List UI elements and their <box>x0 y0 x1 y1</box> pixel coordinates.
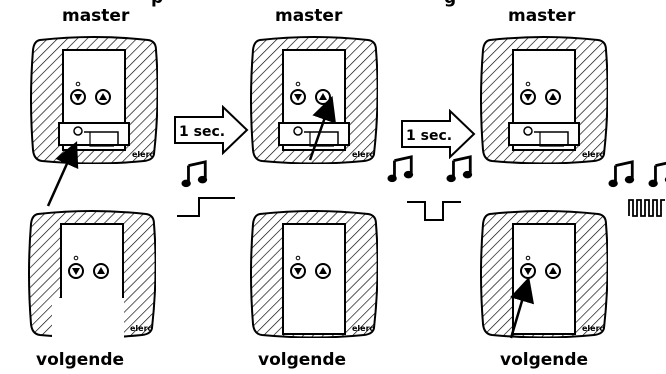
slave-transmitter-1: elero <box>28 210 156 338</box>
panel-2-bottom-label: volgende <box>258 350 347 370</box>
step-signal-icon <box>177 197 235 217</box>
svg-text:elero: elero <box>582 324 606 333</box>
svg-text:elero: elero <box>352 150 376 159</box>
press-arrow-2 <box>308 95 337 161</box>
panel-3-top-label: master <box>508 6 576 26</box>
panel-2-top-label: master <box>275 6 343 26</box>
music-note-icon <box>387 155 415 183</box>
press-arrow-3 <box>509 276 535 339</box>
slave-transmitter-2: elero <box>250 210 378 338</box>
single-pulse-signal-icon <box>407 201 461 221</box>
music-note-icon <box>648 160 666 188</box>
panel-1-bottom-label: volgende <box>36 350 125 370</box>
music-note-icon <box>608 160 636 188</box>
title-fragment-right: g <box>444 0 456 7</box>
press-arrow-1 <box>46 141 79 207</box>
step-1-label: 1 sec. <box>179 124 225 140</box>
music-note-icon <box>446 155 474 183</box>
svg-text:elero: elero <box>130 324 154 333</box>
step-arrow-1: 1 sec. <box>174 105 249 155</box>
pulse-train-signal-icon <box>628 199 665 217</box>
master-transmitter-1: elero <box>30 36 158 164</box>
panel-1-top-label: master <box>62 6 130 26</box>
step-2-label: 1 sec. <box>406 128 452 144</box>
title-fragment-left: p <box>151 0 163 7</box>
step-arrow-2: 1 sec. <box>401 109 476 159</box>
slave-transmitter-3: elero <box>480 210 608 338</box>
panel-3-bottom-label: volgende <box>500 350 589 370</box>
brand-logo: elero <box>132 150 156 159</box>
svg-text:elero: elero <box>582 150 606 159</box>
music-note-icon <box>181 160 209 188</box>
svg-text:elero: elero <box>352 324 376 333</box>
master-transmitter-3: elero <box>480 36 608 164</box>
